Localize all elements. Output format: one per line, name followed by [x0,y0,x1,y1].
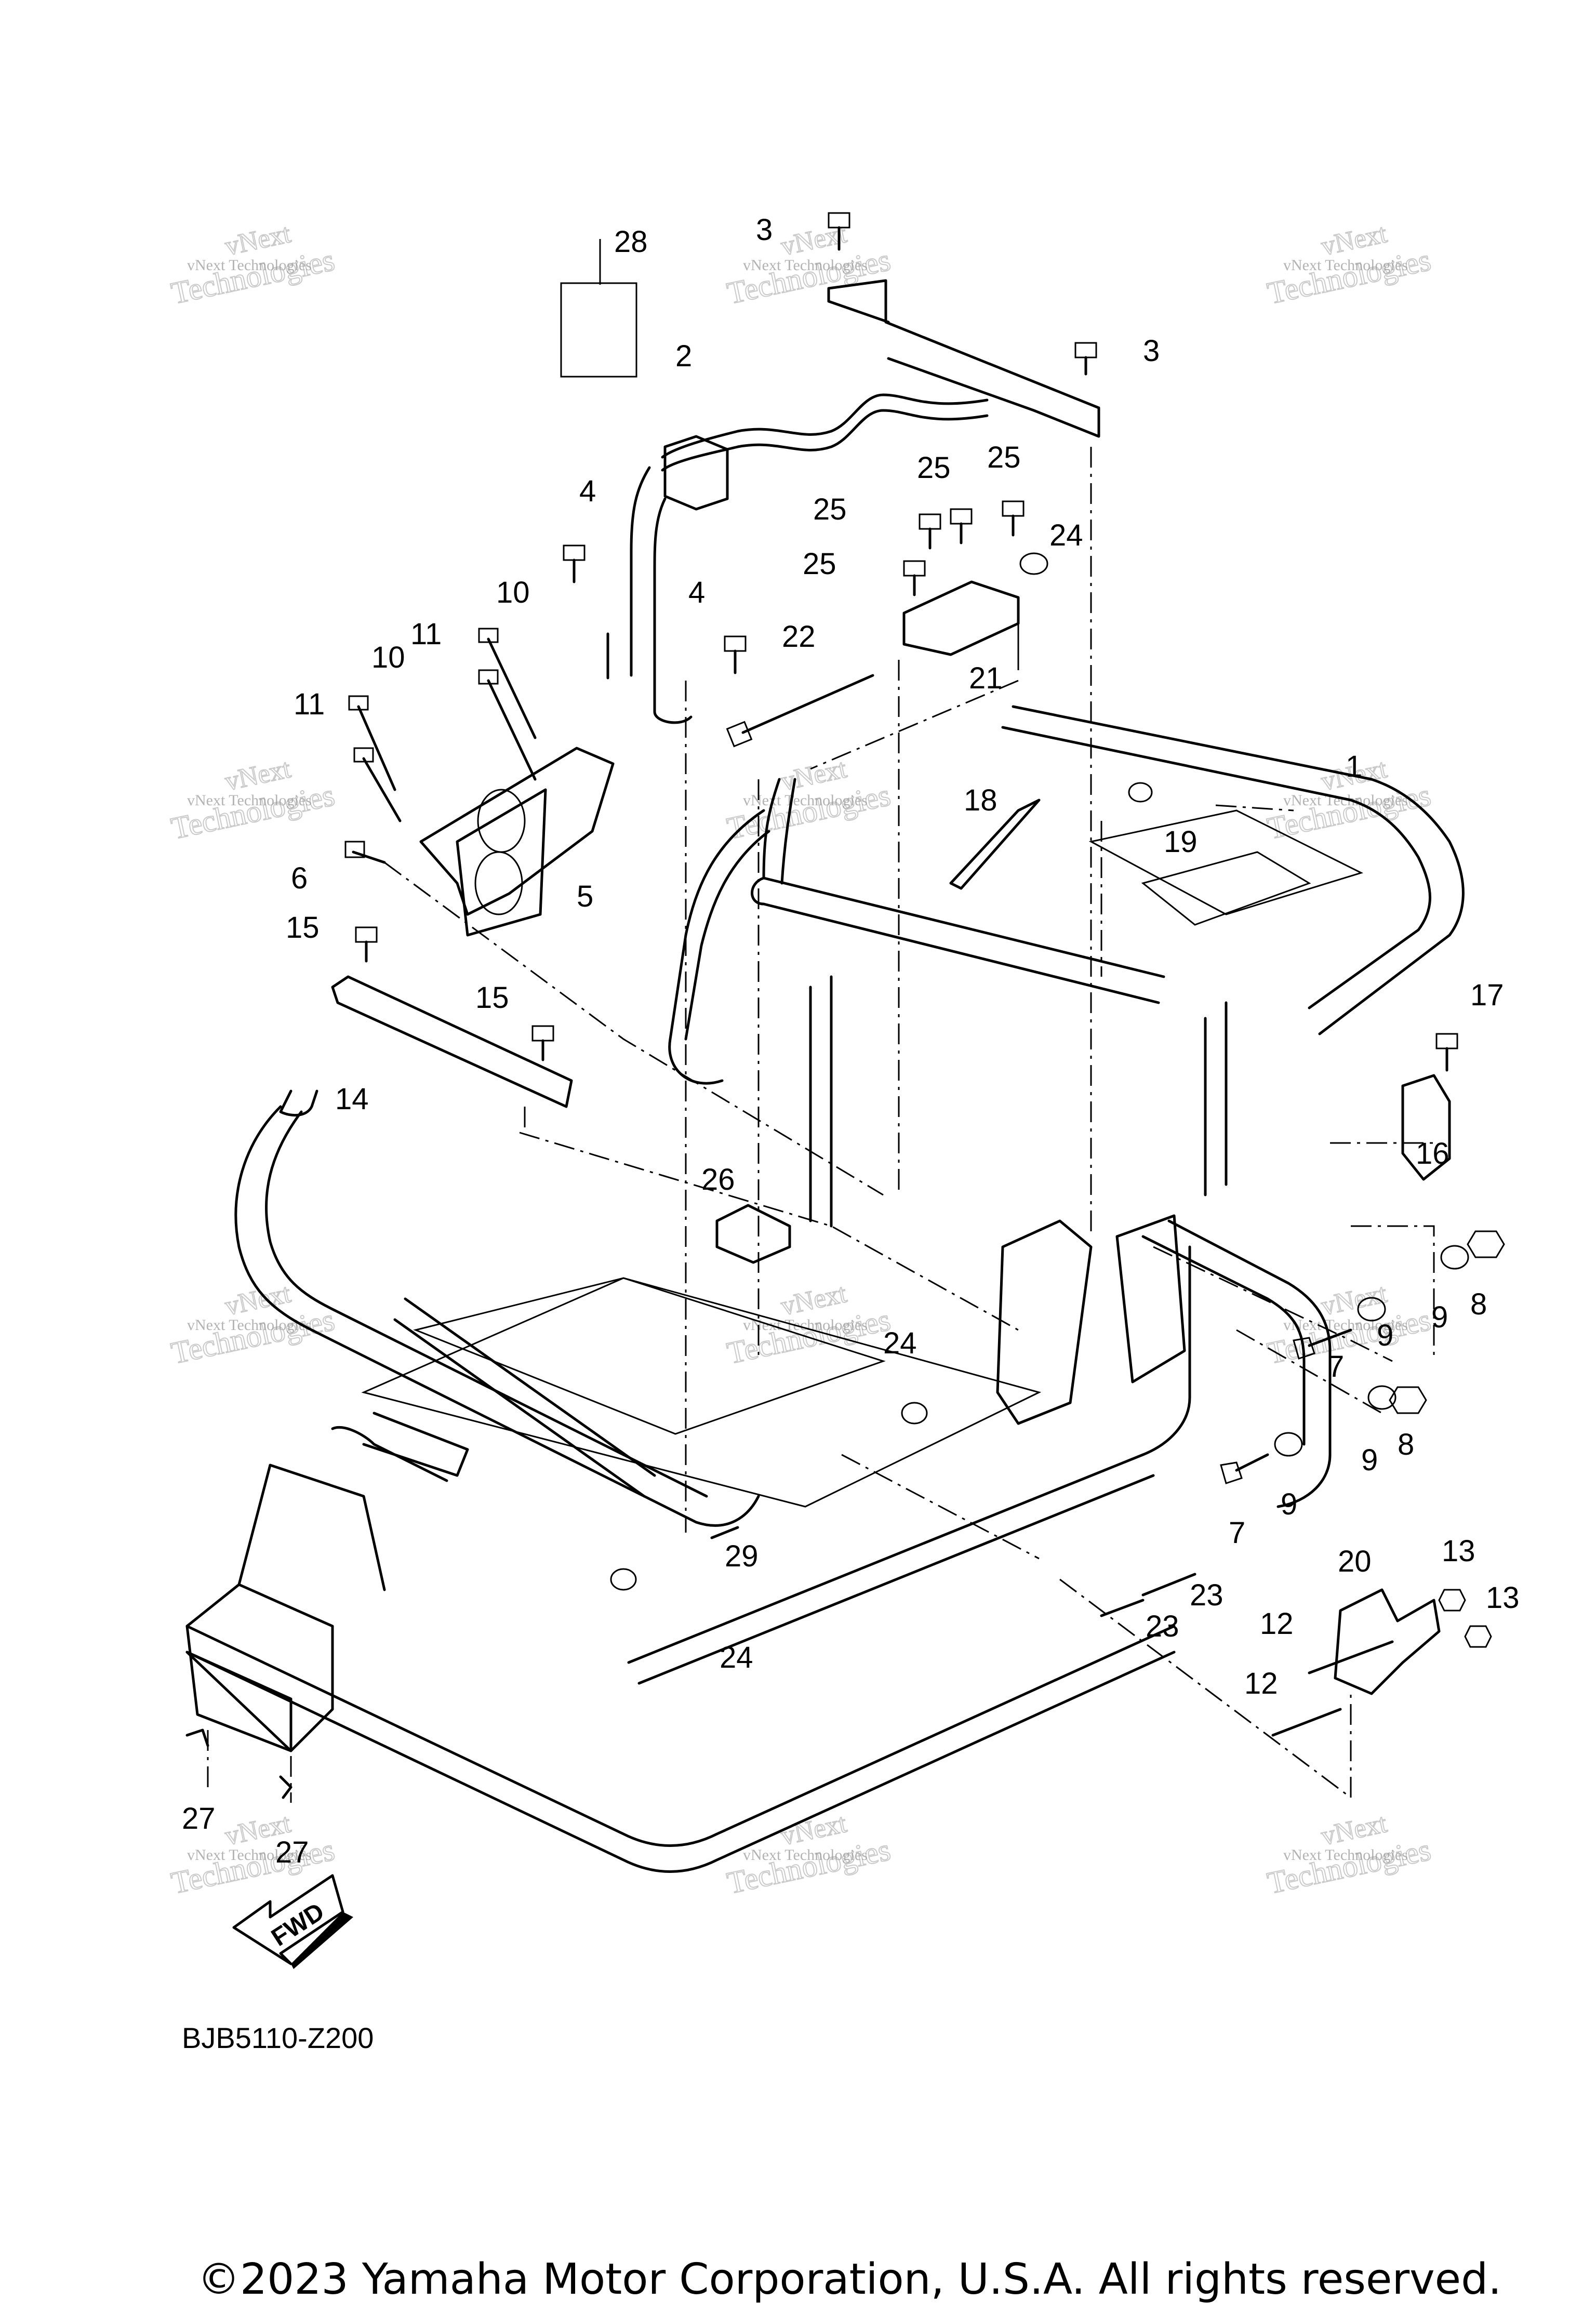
fasteners [185,212,1505,1799]
callout-9: 9 [1377,1319,1393,1352]
callout-25: 25 [803,547,836,581]
callout-17: 17 [1470,978,1504,1012]
callout-25: 25 [917,451,951,485]
callout-12: 12 [1260,1607,1294,1641]
callout-12: 12 [1244,1667,1278,1700]
callout-13: 13 [1442,1534,1475,1568]
callout-18: 18 [964,783,998,817]
watermark-text: vNext Technologies [743,257,868,274]
callout-3: 3 [756,213,773,247]
callout-1: 1 [1346,750,1362,783]
callout-9: 9 [1431,1300,1448,1334]
part-22-long-bolt [726,674,874,748]
callout-26: 26 [701,1163,735,1196]
callout-11: 11 [410,617,442,651]
watermark-text: vNext Technologies [1283,792,1408,809]
callout-16: 16 [1416,1137,1449,1171]
watermark-text: vNext Technologies [187,792,312,809]
watermark-text: vNext Technologies [1283,257,1408,274]
callout-23: 23 [1146,1610,1179,1643]
watermark-text: vNext Technologies [743,792,868,809]
callout-19: 19 [1164,825,1198,859]
callout-14: 14 [335,1082,369,1116]
callout-24: 24 [883,1326,917,1360]
callout-15: 15 [286,911,320,945]
callout-27: 27 [275,1836,309,1869]
callout-27: 27 [182,1802,216,1836]
callout-24: 24 [720,1641,753,1674]
callout-25: 25 [813,493,847,526]
callout-24: 24 [1049,518,1083,552]
part-14-cross-rail [331,975,573,1127]
callout-6: 6 [291,861,308,895]
part-21-bracket [902,580,1020,670]
callout-10: 10 [496,576,530,609]
callout-28: 28 [614,225,648,259]
callout-3: 3 [1143,334,1160,368]
callout-5: 5 [577,880,593,913]
callout-4: 4 [688,576,705,609]
callout-9: 9 [1361,1443,1378,1477]
part-5-bracket [419,747,615,937]
callout-21: 21 [969,661,1003,695]
callout-22: 22 [782,620,816,654]
callout-4: 4 [579,474,596,508]
part-1-main-frame [185,705,1465,1873]
fwd-arrow-icon: FWD [232,1874,353,1969]
callout-13: 13 [1486,1581,1520,1615]
part-2-upper-frame [606,279,1100,724]
callout-7: 7 [1229,1516,1245,1550]
callout-8: 8 [1398,1428,1414,1461]
callout-9: 9 [1281,1487,1297,1521]
watermark-text: vNext Technologies [743,1846,868,1864]
callout-11: 11 [294,687,325,721]
copyright-notice: ©2023 Yamaha Motor Corporation, U.S.A. A… [197,2255,1502,2304]
diagram-code: BJB5110-Z200 [182,2022,374,2054]
callout-29: 29 [725,1539,759,1573]
leader-lines [207,447,1435,1803]
callout-25: 25 [987,441,1021,474]
watermark-text: vNext Technologies [187,1846,312,1864]
part-28-label-sheet [560,239,637,378]
watermark-text: vNext Technologies [187,257,312,274]
callout-7: 7 [1327,1350,1344,1384]
watermark-text: vNext Technologies [1283,1846,1408,1864]
callout-2: 2 [675,339,692,373]
callout-23: 23 [1190,1578,1223,1612]
watermark-text: vNext Technologies [743,1316,868,1334]
callout-10: 10 [371,641,405,674]
callout-15: 15 [475,981,509,1015]
callout-20: 20 [1338,1545,1372,1578]
callout-8: 8 [1470,1287,1487,1321]
